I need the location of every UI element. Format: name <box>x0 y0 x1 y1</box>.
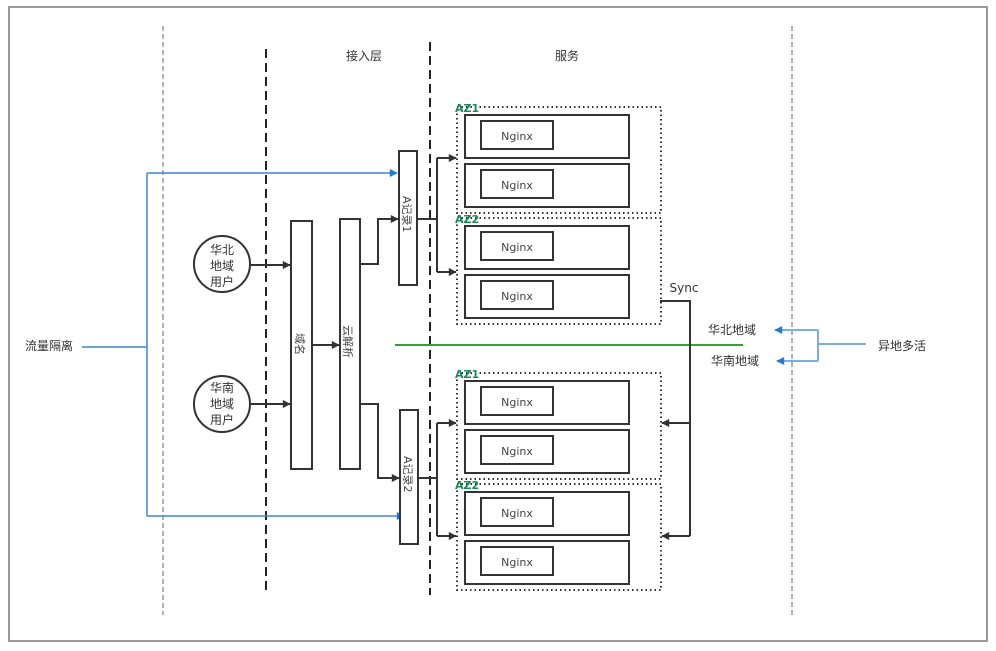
region-north-label: 华北地域 <box>708 323 756 337</box>
user-south: 华南 地域 用户 <box>193 375 251 433</box>
az-label: AZ1 <box>455 368 479 381</box>
region-south-label: 华南地域 <box>711 353 759 368</box>
domain-box: 域名 <box>290 220 313 470</box>
nginx-label: Nginx <box>501 445 533 458</box>
server-node: Nginx <box>464 114 630 159</box>
svg-text:域名: 域名 <box>293 333 307 355</box>
nginx-label: Nginx <box>501 556 533 569</box>
svg-text:用户: 用户 <box>210 274 234 289</box>
server-node: Nginx <box>464 163 630 208</box>
arrow-dns-to-a2 <box>360 403 400 482</box>
header-access-layer: 接入层 <box>346 48 382 63</box>
svg-text:华南: 华南 <box>210 380 234 395</box>
svg-text:地域: 地域 <box>210 397 234 411</box>
svg-text:云解析: 云解析 <box>341 325 355 358</box>
az-label: AZ1 <box>455 102 479 115</box>
nginx-label: Nginx <box>501 179 533 192</box>
nginx-label: Nginx <box>501 290 533 303</box>
nginx-label: Nginx <box>501 507 533 520</box>
server-node: Nginx <box>464 540 630 585</box>
svg-text:地域: 地域 <box>210 259 234 273</box>
server-node: Nginx <box>464 491 630 536</box>
nginx-label: Nginx <box>501 241 533 254</box>
sync-label: Sync <box>670 281 699 295</box>
az-label: AZ2 <box>455 479 479 492</box>
svg-text:A记录2: A记录2 <box>401 456 414 493</box>
server-node: Nginx <box>464 274 630 319</box>
a-record-2: A记录2 <box>399 409 419 545</box>
header-service: 服务 <box>555 48 579 63</box>
a-record-1: A记录1 <box>398 150 418 286</box>
sync-trunk <box>660 300 691 536</box>
az-label: AZ2 <box>455 213 479 226</box>
svg-text:用户: 用户 <box>210 412 234 427</box>
server-node: Nginx <box>464 380 630 425</box>
user-north: 华北 地域 用户 <box>193 235 251 293</box>
service-zones: AZ1NginxNginxAZ2NginxNginxAZ1NginxNginxA… <box>455 102 662 591</box>
svg-text:华北: 华北 <box>210 243 234 257</box>
server-node: Nginx <box>464 225 630 270</box>
cloud-dns-box: 云解析 <box>339 218 361 470</box>
traffic-isolation-label: 流量隔离 <box>25 338 73 353</box>
svg-text:A记录1: A记录1 <box>400 196 413 233</box>
nginx-label: Nginx <box>501 396 533 409</box>
arrow-dns-to-a1 <box>360 215 399 265</box>
multi-active-label: 异地多活 <box>878 339 926 353</box>
nginx-label: Nginx <box>501 130 533 143</box>
server-node: Nginx <box>464 429 630 474</box>
